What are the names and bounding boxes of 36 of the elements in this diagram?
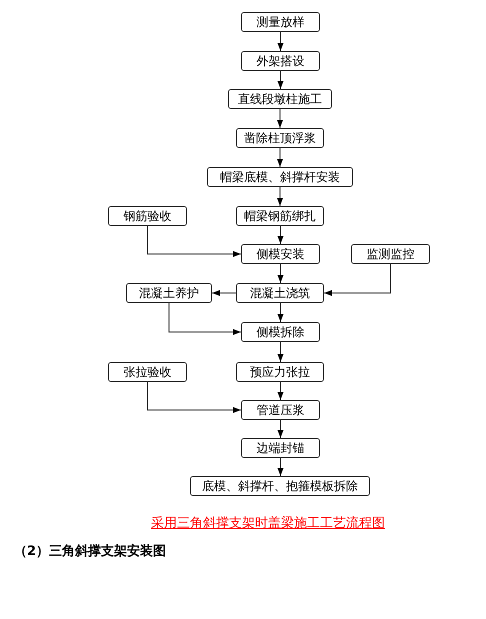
process-box: 帽梁底模、斜撑杆安装 — [207, 167, 353, 187]
section-heading: （2）三角斜撑支架安装图 — [14, 542, 166, 561]
process-box: 侧模安装 — [241, 244, 320, 264]
figure-caption: 采用三角斜撑支架时盖梁施工工艺流程图 — [150, 515, 386, 533]
arrow — [278, 226, 284, 244]
arrow — [212, 290, 236, 296]
process-box: 钢筋验收 — [108, 206, 187, 226]
arrow — [324, 264, 391, 296]
process-box: 侧模拆除 — [241, 322, 320, 342]
arrow — [278, 458, 284, 476]
process-box: 混凝土养护 — [126, 283, 212, 303]
process-box: 边端封锚 — [241, 438, 320, 458]
arrow — [147, 382, 242, 413]
arrow — [278, 342, 284, 362]
process-box: 外架搭设 — [241, 51, 320, 71]
process-box: 张拉验收 — [108, 362, 187, 382]
arrow — [278, 32, 284, 52]
arrow — [278, 420, 284, 438]
process-box: 底模、斜撑杆、抱箍模板拆除 — [190, 476, 370, 496]
process-box: 预应力张拉 — [236, 362, 324, 382]
arrow — [278, 302, 284, 322]
arrow — [278, 70, 284, 90]
process-box: 直线段墩柱施工 — [228, 89, 332, 109]
process-box: 混凝土浇筑 — [236, 283, 324, 303]
process-box: 测量放样 — [241, 12, 320, 32]
arrow — [277, 108, 283, 128]
arrow — [278, 264, 284, 284]
process-box: 帽梁钢筋绑扎 — [236, 206, 324, 226]
arrow — [168, 302, 242, 335]
process-box: 凿除柱顶浮浆 — [236, 128, 324, 148]
process-box: 监测监控 — [351, 244, 430, 264]
arrow — [147, 226, 242, 257]
arrow — [277, 148, 283, 168]
arrow — [277, 186, 283, 206]
arrow — [278, 382, 284, 400]
process-box: 管道压浆 — [241, 400, 320, 420]
